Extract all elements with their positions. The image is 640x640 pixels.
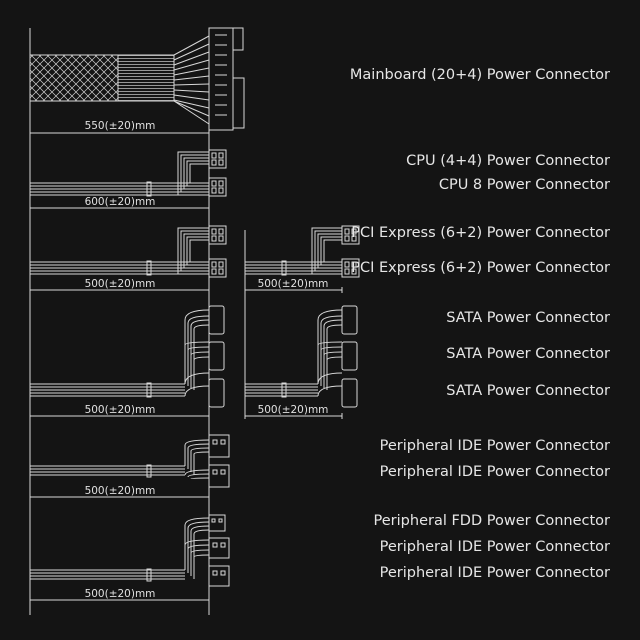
length-cpu: 600(±20)mm bbox=[85, 196, 156, 208]
label-sata-3: SATA Power Connector bbox=[446, 383, 610, 399]
fdd-cable-wires bbox=[30, 569, 185, 580]
cpu-cable-wires bbox=[30, 182, 209, 196]
label-pcie-2: PCI Express (6+2) Power Connector bbox=[351, 260, 610, 276]
mainboard-cable bbox=[29, 27, 245, 131]
mainboard-connector-4pin bbox=[232, 77, 245, 129]
ide-connector-1 bbox=[208, 434, 230, 458]
label-ide-1: Peripheral IDE Power Connector bbox=[379, 438, 610, 454]
label-pcie-1: PCI Express (6+2) Power Connector bbox=[351, 225, 610, 241]
fdd-connector bbox=[208, 514, 226, 532]
ide-cable bbox=[30, 434, 230, 488]
sata-cable-left bbox=[30, 305, 225, 408]
mainboard-sleeve-wires bbox=[117, 54, 175, 102]
length-sata-left: 500(±20)mm bbox=[85, 404, 156, 416]
label-ide-2: Peripheral IDE Power Connector bbox=[379, 464, 610, 480]
cpu-4plus4-connector bbox=[208, 149, 227, 169]
label-mainboard: Mainboard (20+4) Power Connector bbox=[349, 67, 610, 83]
sata-left-connector-2 bbox=[208, 341, 225, 371]
sata-left-wires bbox=[30, 383, 185, 397]
fdd-cable bbox=[30, 514, 230, 587]
label-cpu-4plus4: CPU (4+4) Power Connector bbox=[406, 153, 610, 169]
sata-right-connector-3 bbox=[341, 378, 358, 408]
pcie-cable-right bbox=[245, 225, 360, 278]
length-pcie-right: 500(±20)mm bbox=[258, 278, 329, 290]
sata-right-connector-1 bbox=[341, 305, 358, 335]
mainboard-connector-pins bbox=[215, 34, 227, 116]
cpu-cable bbox=[30, 149, 227, 197]
ide-cable-wires bbox=[30, 465, 185, 476]
label-ide-4: Peripheral IDE Power Connector bbox=[379, 565, 610, 581]
fdd-cable-ide-connector-2 bbox=[208, 565, 230, 587]
dimension-lines bbox=[29, 130, 343, 603]
label-cpu-8: CPU 8 Power Connector bbox=[438, 177, 610, 193]
sata-left-connector-3 bbox=[208, 378, 225, 408]
label-ide-3: Peripheral IDE Power Connector bbox=[379, 539, 610, 555]
label-sata-1: SATA Power Connector bbox=[446, 310, 610, 326]
length-sata-right: 500(±20)mm bbox=[258, 404, 329, 416]
pcie-left-connector-2 bbox=[208, 258, 227, 278]
cpu-cable-branch bbox=[177, 151, 209, 195]
pcie-right-wires bbox=[245, 261, 342, 275]
length-pcie-left: 500(±20)mm bbox=[85, 278, 156, 290]
pcie-left-connector-1 bbox=[208, 225, 227, 245]
cpu-cable-clip bbox=[146, 181, 152, 197]
pcie-left-branch bbox=[177, 227, 209, 274]
pcie-cable-left bbox=[30, 225, 227, 278]
cpu-8pin-connector bbox=[208, 177, 227, 197]
sata-right-connector-2 bbox=[341, 341, 358, 371]
fdd-cable-ide-connector-1 bbox=[208, 537, 230, 559]
label-sata-2: SATA Power Connector bbox=[446, 346, 610, 362]
sata-left-bend-3 bbox=[184, 372, 210, 397]
length-ide: 500(±20)mm bbox=[85, 485, 156, 497]
sata-cable-right bbox=[245, 305, 358, 408]
length-fdd: 500(±20)mm bbox=[85, 588, 156, 600]
label-fdd: Peripheral FDD Power Connector bbox=[373, 513, 610, 529]
ide-connector-2 bbox=[208, 464, 230, 488]
sata-left-connector-1 bbox=[208, 305, 225, 335]
mainboard-connector-latch bbox=[232, 27, 244, 51]
length-mainboard: 550(±20)mm bbox=[85, 120, 156, 132]
pcie-right-connector-1 bbox=[341, 225, 360, 245]
pcie-left-wires bbox=[30, 261, 209, 275]
pcie-right-connector-2 bbox=[341, 258, 360, 278]
mainboard-wire-fan bbox=[173, 35, 210, 125]
pcie-right-branch bbox=[311, 227, 342, 274]
mainboard-sleeve-mesh bbox=[29, 54, 119, 102]
